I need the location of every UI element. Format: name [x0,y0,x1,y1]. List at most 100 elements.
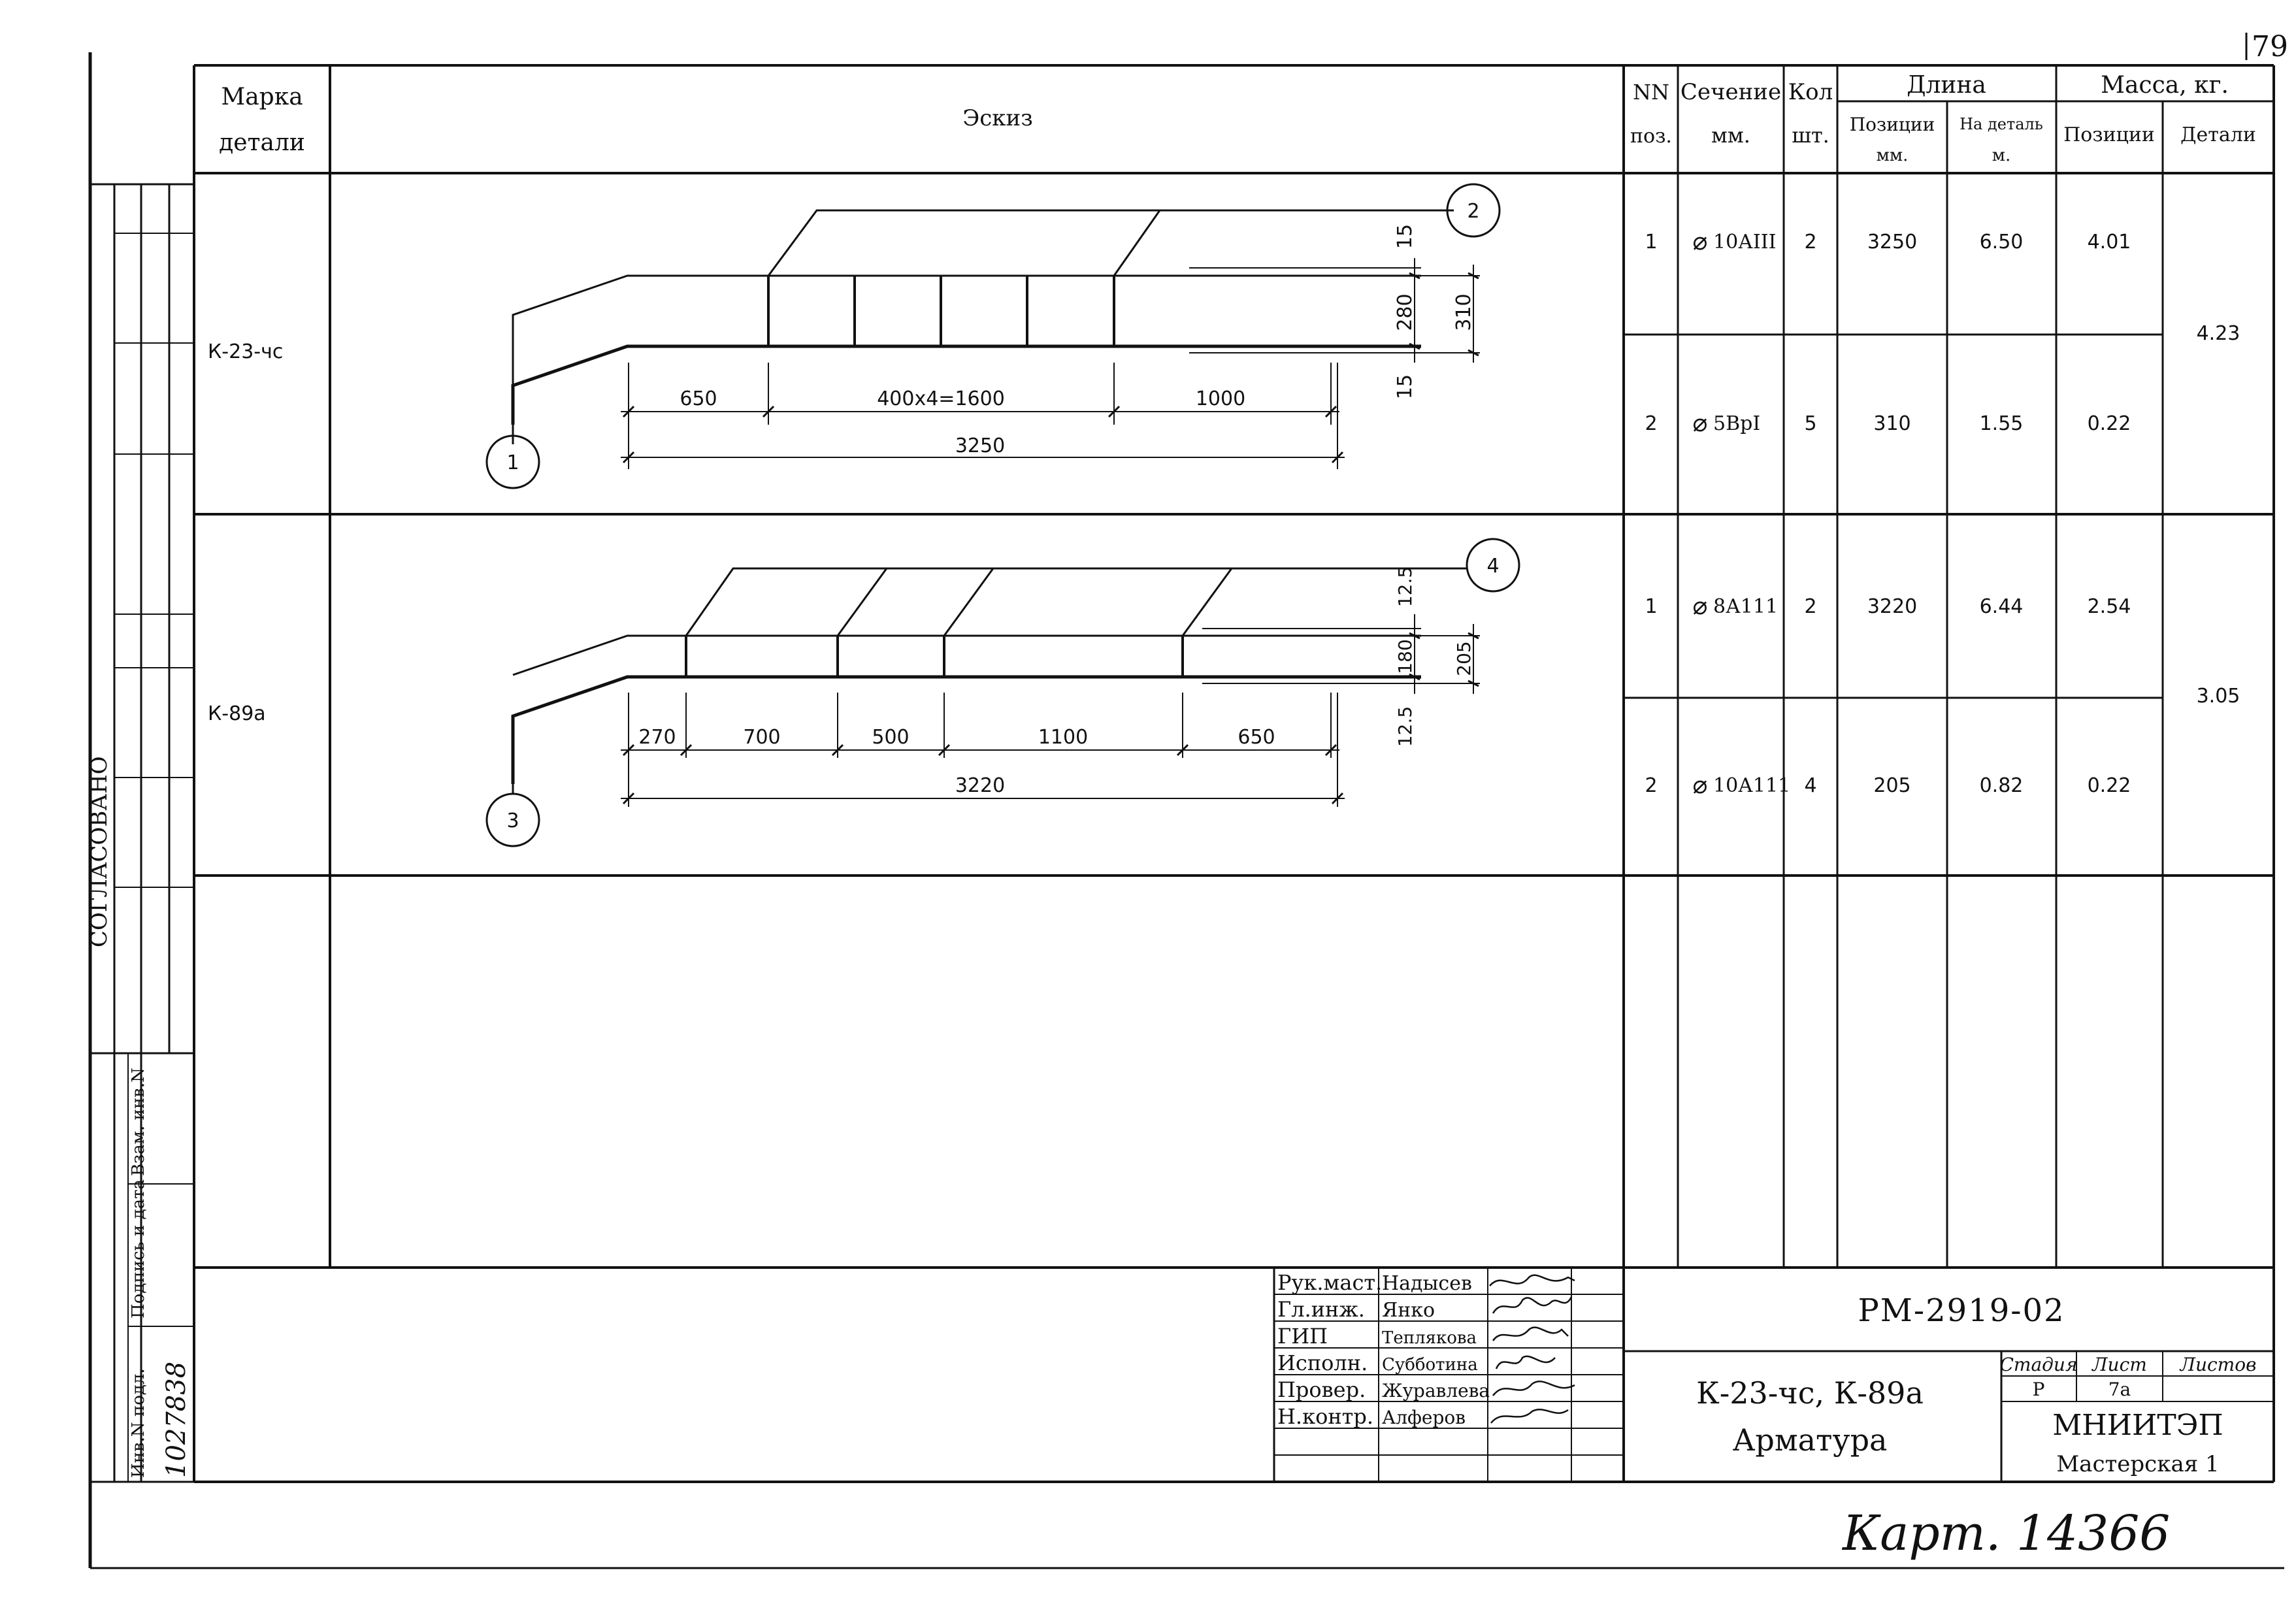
dimension-label: 310 [1452,293,1475,331]
signature-name: Надысев [1382,1272,1472,1295]
pos-qty: 2 [1804,595,1816,618]
pos-qty: 2 [1804,231,1816,254]
pos-number: 1 [1645,595,1657,618]
header-length-pos-line1: Позиции [1850,114,1935,135]
dimension-label: 650 [680,387,717,410]
dimension-label: 700 [743,726,780,749]
pos-section: 8А111 [1713,595,1778,618]
side-replace-inv-label: Взам. инв.N [129,1068,148,1176]
rebar-sketch-2 [485,538,1520,847]
pos-length-part: 6.44 [1980,595,2024,618]
sheet-number: 79 [2252,30,2288,63]
signatures-table: Рук.маст. Надысев Гл.инж. Янко ГИП Тепля… [1277,1270,1490,1429]
pos-mass: 0.22 [2088,412,2131,435]
position-marker [485,793,540,847]
header-section-line2: мм. [1711,123,1750,148]
signature-role: Исполн. [1277,1351,1368,1375]
signature-name: Субботина [1382,1355,1478,1375]
dimension-label: 1000 [1196,387,1245,410]
pos-number: 1 [1645,231,1657,254]
pos-mass: 4.01 [2088,231,2131,254]
pos-number: 2 [1645,774,1657,797]
diameter-icon: ⌀ [1693,408,1708,437]
rebar-rod-pos1 [511,675,1421,784]
detail-mass: 4.23 [2197,322,2240,345]
pos-section: 5ВрI [1713,412,1760,435]
position-marker [485,434,540,489]
detail-mark: К-89а [208,702,266,725]
dimension-label: 15 [1394,374,1417,399]
side-inv-orig-label: Инв.N подл. [129,1368,148,1478]
pos-qty: 4 [1804,774,1816,797]
position-marker [1446,183,1501,238]
header-mark-line2: детали [219,129,305,156]
dimension-label: 12.5 [1394,566,1416,607]
marker-label: 3 [506,810,519,832]
dimension-label: 3250 [955,434,1005,457]
dimension-label: 280 [1394,293,1417,331]
pos-mass: 0.22 [2088,774,2131,797]
document-code: РМ-2919-02 [1858,1292,2065,1329]
pos-length: 3250 [1867,231,1917,254]
sketch-1-labels: 1 2 650 400x4=1600 1000 3250 15 280 15 3… [506,200,1479,474]
signature-role: ГИП [1277,1324,1328,1349]
diameter-icon: ⌀ [1693,227,1708,255]
organization-name: МНИИТЭП [2052,1409,2223,1442]
dimension-label: 650 [1238,726,1275,749]
pos-length: 3220 [1867,595,1917,618]
header-length-part-line2: м. [1992,146,2011,165]
title-block: РМ-2919-02 К-23-чс, К-89а Арматура Стади… [1696,1292,2256,1477]
header-mass-pos: Позиции [2063,123,2155,146]
pos-length: 310 [1873,412,1911,435]
detail-row: К-89а 3.05 1 ⌀ 8А111 2 3220 6.44 2.54 2 … [208,591,2240,799]
header-mass: Масса, кг. [2101,72,2229,99]
handwritten-note: Карт. 14366 [1841,1505,2170,1562]
side-sign-date-label: Подпись и дата [129,1179,148,1318]
detail-mark: К-23-чс [208,340,283,363]
rebar-sketch-1 [485,183,1501,489]
pos-section: 10А111 [1713,774,1790,797]
rebar-rod-pos1 [511,344,1421,425]
document-title-line1: К-23-чс, К-89а [1696,1375,1924,1411]
signature-role: Рук.маст. [1277,1270,1382,1295]
dimension-label: 205 [1453,641,1475,676]
header-qty-line1: Кол [1788,79,1833,105]
signature-role: Провер. [1277,1377,1366,1402]
dimension-label: 400x4=1600 [877,387,1005,410]
spec-table-grid [193,64,2275,1483]
dimension-label: 270 [638,726,676,749]
pos-section: 10АIII [1713,231,1776,254]
header-pos-no-line2: поз. [1630,125,1672,148]
diameter-icon: ⌀ [1693,591,1708,620]
header-pos-no-line1: NN [1633,80,1669,105]
detail-row: К-23-чс 4.23 1 ⌀ 10АIII 2 3250 6.50 4.01… [208,227,2240,437]
title-block-grid [1273,1268,2274,1482]
marker-label: 4 [1486,555,1499,578]
marker-label: 1 [506,451,519,474]
header-length-pos-line2: мм. [1877,146,1909,165]
signature-name: Теплякова [1382,1328,1477,1348]
side-inv-number: 1027838 [161,1362,191,1478]
pos-length-part: 0.82 [1980,774,2024,797]
detail-mass: 3.05 [2197,685,2240,708]
dimension-label: 3220 [955,774,1005,797]
header-qty-line2: шт. [1792,123,1829,148]
header-length-part-line1: На деталь [1960,115,2043,133]
pos-qty: 5 [1804,412,1816,435]
signature-name: Алферов [1382,1407,1466,1428]
stage-label: Стадия [2000,1354,2078,1375]
organization-department: Мастерская 1 [2056,1451,2219,1477]
diameter-icon: ⌀ [1693,770,1708,799]
rebar-rod-pos1-top [512,634,1421,676]
pos-mass: 2.54 [2088,595,2131,618]
marker-label: 2 [1467,200,1479,223]
pos-length: 205 [1873,774,1911,797]
stage-value: Р [2033,1379,2045,1400]
dimension-label: 1100 [1038,726,1088,749]
sheets-label: Листов [2179,1354,2257,1375]
dimension-label: 12.5 [1394,706,1416,747]
pos-length-part: 6.50 [1980,231,2024,254]
pos-length-part: 1.55 [1980,412,2024,435]
signature-role: Н.контр. [1277,1404,1373,1429]
